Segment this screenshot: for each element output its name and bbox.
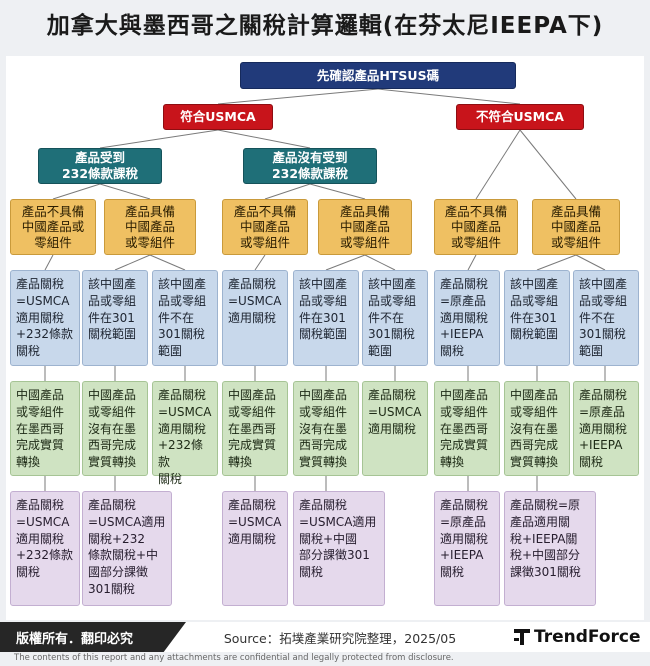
node-no-china-3: 產品不具備 中國產品 或零組件	[434, 199, 518, 255]
node-china-1: 產品具備 中國產品 或零組件	[104, 199, 196, 255]
source-label: Source：拓墣產業研究院整理，2025/05	[223, 630, 457, 646]
node-china-2: 產品具備 中國產品 或零組件	[318, 199, 412, 255]
node-b3: 該中國產 品或零組 件不在 301關稅 範圍	[152, 270, 218, 366]
node-p5: 產品關稅 =原產品 適用關稅 +IEEPA 關稅	[434, 491, 500, 606]
node-b4: 產品關稅 =USMCA 適用關稅	[222, 270, 288, 366]
node-p4: 產品關稅 =USMCA適用 關稅+中國 部分課徵301 關稅	[293, 491, 385, 606]
page-title: 加拿大與墨西哥之關稅計算邏輯(在芬太尼IEEPA下)	[46, 13, 604, 39]
node-no-china-1: 產品不具備 中國產品或 零組件	[10, 199, 96, 255]
trendforce-logo: TrendForce	[514, 626, 642, 648]
node-g3: 產品關稅 =USMCA 適用關稅 +232條款 關稅	[152, 381, 218, 486]
node-g7: 中國產品 或零組件 在墨西哥 完成實質 轉換	[434, 381, 500, 476]
brand-name: TrendForce	[534, 627, 641, 647]
node-p3: 產品關稅 =USMCA 適用關稅	[222, 491, 288, 606]
node-b8: 該中國產 品或零組 件在301 關稅範圍	[504, 270, 570, 366]
node-b1: 產品關稅 =USMCA 適用關稅 +232條款 關稅	[10, 270, 80, 366]
node-g4: 中國產品 或零組件 在墨西哥 完成實質 轉換	[222, 381, 288, 476]
node-g2: 中國產品 或零組件 沒有在墨 西哥完成 實質轉換	[82, 381, 148, 476]
node-232-yes: 產品受到 232條款課稅	[38, 148, 162, 184]
node-no-china-2: 產品不具備 中國產品 或零組件	[222, 199, 308, 255]
disclaimer-text: The contents of this report and any atta…	[14, 653, 454, 663]
node-p2: 產品關稅 =USMCA適用 關稅+232 條款關稅+中 國部分課徵 301關稅	[82, 491, 172, 606]
node-usmca-yes: 符合USMCA	[163, 104, 273, 130]
node-g9: 產品關稅 =原產品 適用關稅 +IEEPA 關稅	[573, 381, 639, 476]
node-b2: 該中國產 品或零組 件在301 關稅範圍	[82, 270, 148, 366]
trendforce-mark-icon	[514, 629, 530, 645]
node-232-no: 產品沒有受到 232條款課稅	[243, 148, 377, 184]
node-b5: 該中國產 品或零組 件在301 關稅範圍	[293, 270, 359, 366]
node-root: 先確認產品HTSUS碼	[240, 62, 516, 89]
node-china-3: 產品具備 中國產品 或零組件	[532, 199, 620, 255]
node-b9: 該中國產 品或零組 件不在 301關稅 範圍	[573, 270, 639, 366]
node-p6: 產品關稅=原 產品適用關 稅+IEEPA關 稅+中國部分 課徵301關稅	[504, 491, 596, 606]
node-g5: 中國產品 或零組件 沒有在墨 西哥完成 實質轉換	[293, 381, 359, 476]
node-b7: 產品關稅 =原產品 適用關稅 +IEEPA 關稅	[434, 270, 500, 366]
copyright-label: 版權所有．翻印必究	[0, 622, 186, 652]
node-g1: 中國產品 或零組件 在墨西哥 完成實質 轉換	[10, 381, 80, 476]
node-g6: 產品關稅 =USMCA 適用關稅	[362, 381, 428, 476]
node-usmca-no: 不符合USMCA	[456, 104, 584, 130]
node-b6: 該中國產 品或零組 件不在 301關稅 範圍	[362, 270, 428, 366]
node-g8: 中國產品 或零組件 沒有在墨 西哥完成 實質轉換	[504, 381, 570, 476]
node-p1: 產品關稅 =USMCA 適用關稅 +232條款 關稅	[10, 491, 80, 606]
